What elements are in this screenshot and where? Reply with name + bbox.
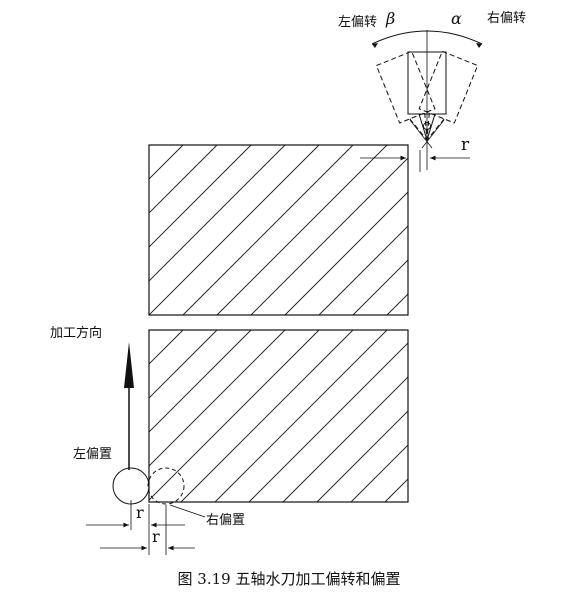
hatch-line xyxy=(284,191,408,315)
hatch-line xyxy=(214,330,388,502)
hatch-line xyxy=(318,225,408,315)
label-left-offset: 左偏置 xyxy=(73,447,112,462)
label-r-bottom-1: r xyxy=(136,503,144,522)
hatch-line xyxy=(487,330,578,502)
label-alpha: α xyxy=(451,9,462,28)
offset-circles xyxy=(86,467,206,555)
hatch-line xyxy=(419,330,578,502)
hatch-line xyxy=(352,259,408,315)
hatch-line xyxy=(182,145,354,315)
label-left-rotation: 左偏转 xyxy=(338,15,377,30)
hatch-line xyxy=(248,342,408,502)
hatch-line xyxy=(149,330,252,433)
hatch-line xyxy=(149,330,286,467)
hatch-line xyxy=(149,145,184,180)
hatch-line xyxy=(149,145,286,282)
hatch-line xyxy=(149,330,320,501)
hatch-line xyxy=(149,145,218,214)
hatch-line xyxy=(180,330,354,502)
label-r-bottom-2: r xyxy=(152,527,160,546)
hatch-line xyxy=(149,145,320,315)
hatch-line xyxy=(350,444,408,502)
hatch-line xyxy=(384,478,408,502)
hatch-line xyxy=(555,330,578,502)
top-workpiece xyxy=(148,144,578,316)
hatch-line xyxy=(149,145,150,146)
label-right-rotation: 右偏转 xyxy=(487,11,526,26)
label-right-offset: 右偏置 xyxy=(206,513,245,528)
hatch-line xyxy=(523,145,578,315)
hatch-line xyxy=(149,330,218,399)
hatch-line xyxy=(149,330,184,365)
hatch-line xyxy=(455,145,578,315)
hatch-line xyxy=(282,376,408,502)
label-r-top: r xyxy=(461,135,470,155)
label-beta: β xyxy=(385,9,395,28)
hatch-line xyxy=(149,330,150,331)
label-machining-direction: 加工方向 xyxy=(50,325,102,341)
hatch-line xyxy=(386,293,408,315)
hatch-line xyxy=(316,410,408,502)
bottom-workpiece xyxy=(148,329,578,503)
nozzle-assembly xyxy=(360,30,483,172)
figure-caption: 图 3.19 五轴水刀加工偏转和偏置 xyxy=(177,570,401,588)
hatch-line xyxy=(489,145,578,315)
hatch-line xyxy=(216,145,388,315)
hatch-line xyxy=(250,157,408,315)
hatch-line xyxy=(149,145,252,248)
direction-arrow xyxy=(124,342,134,470)
hatch-line xyxy=(521,330,578,502)
hatch-line xyxy=(421,145,578,315)
hatch-line xyxy=(557,145,578,315)
hatch-line xyxy=(453,330,578,502)
